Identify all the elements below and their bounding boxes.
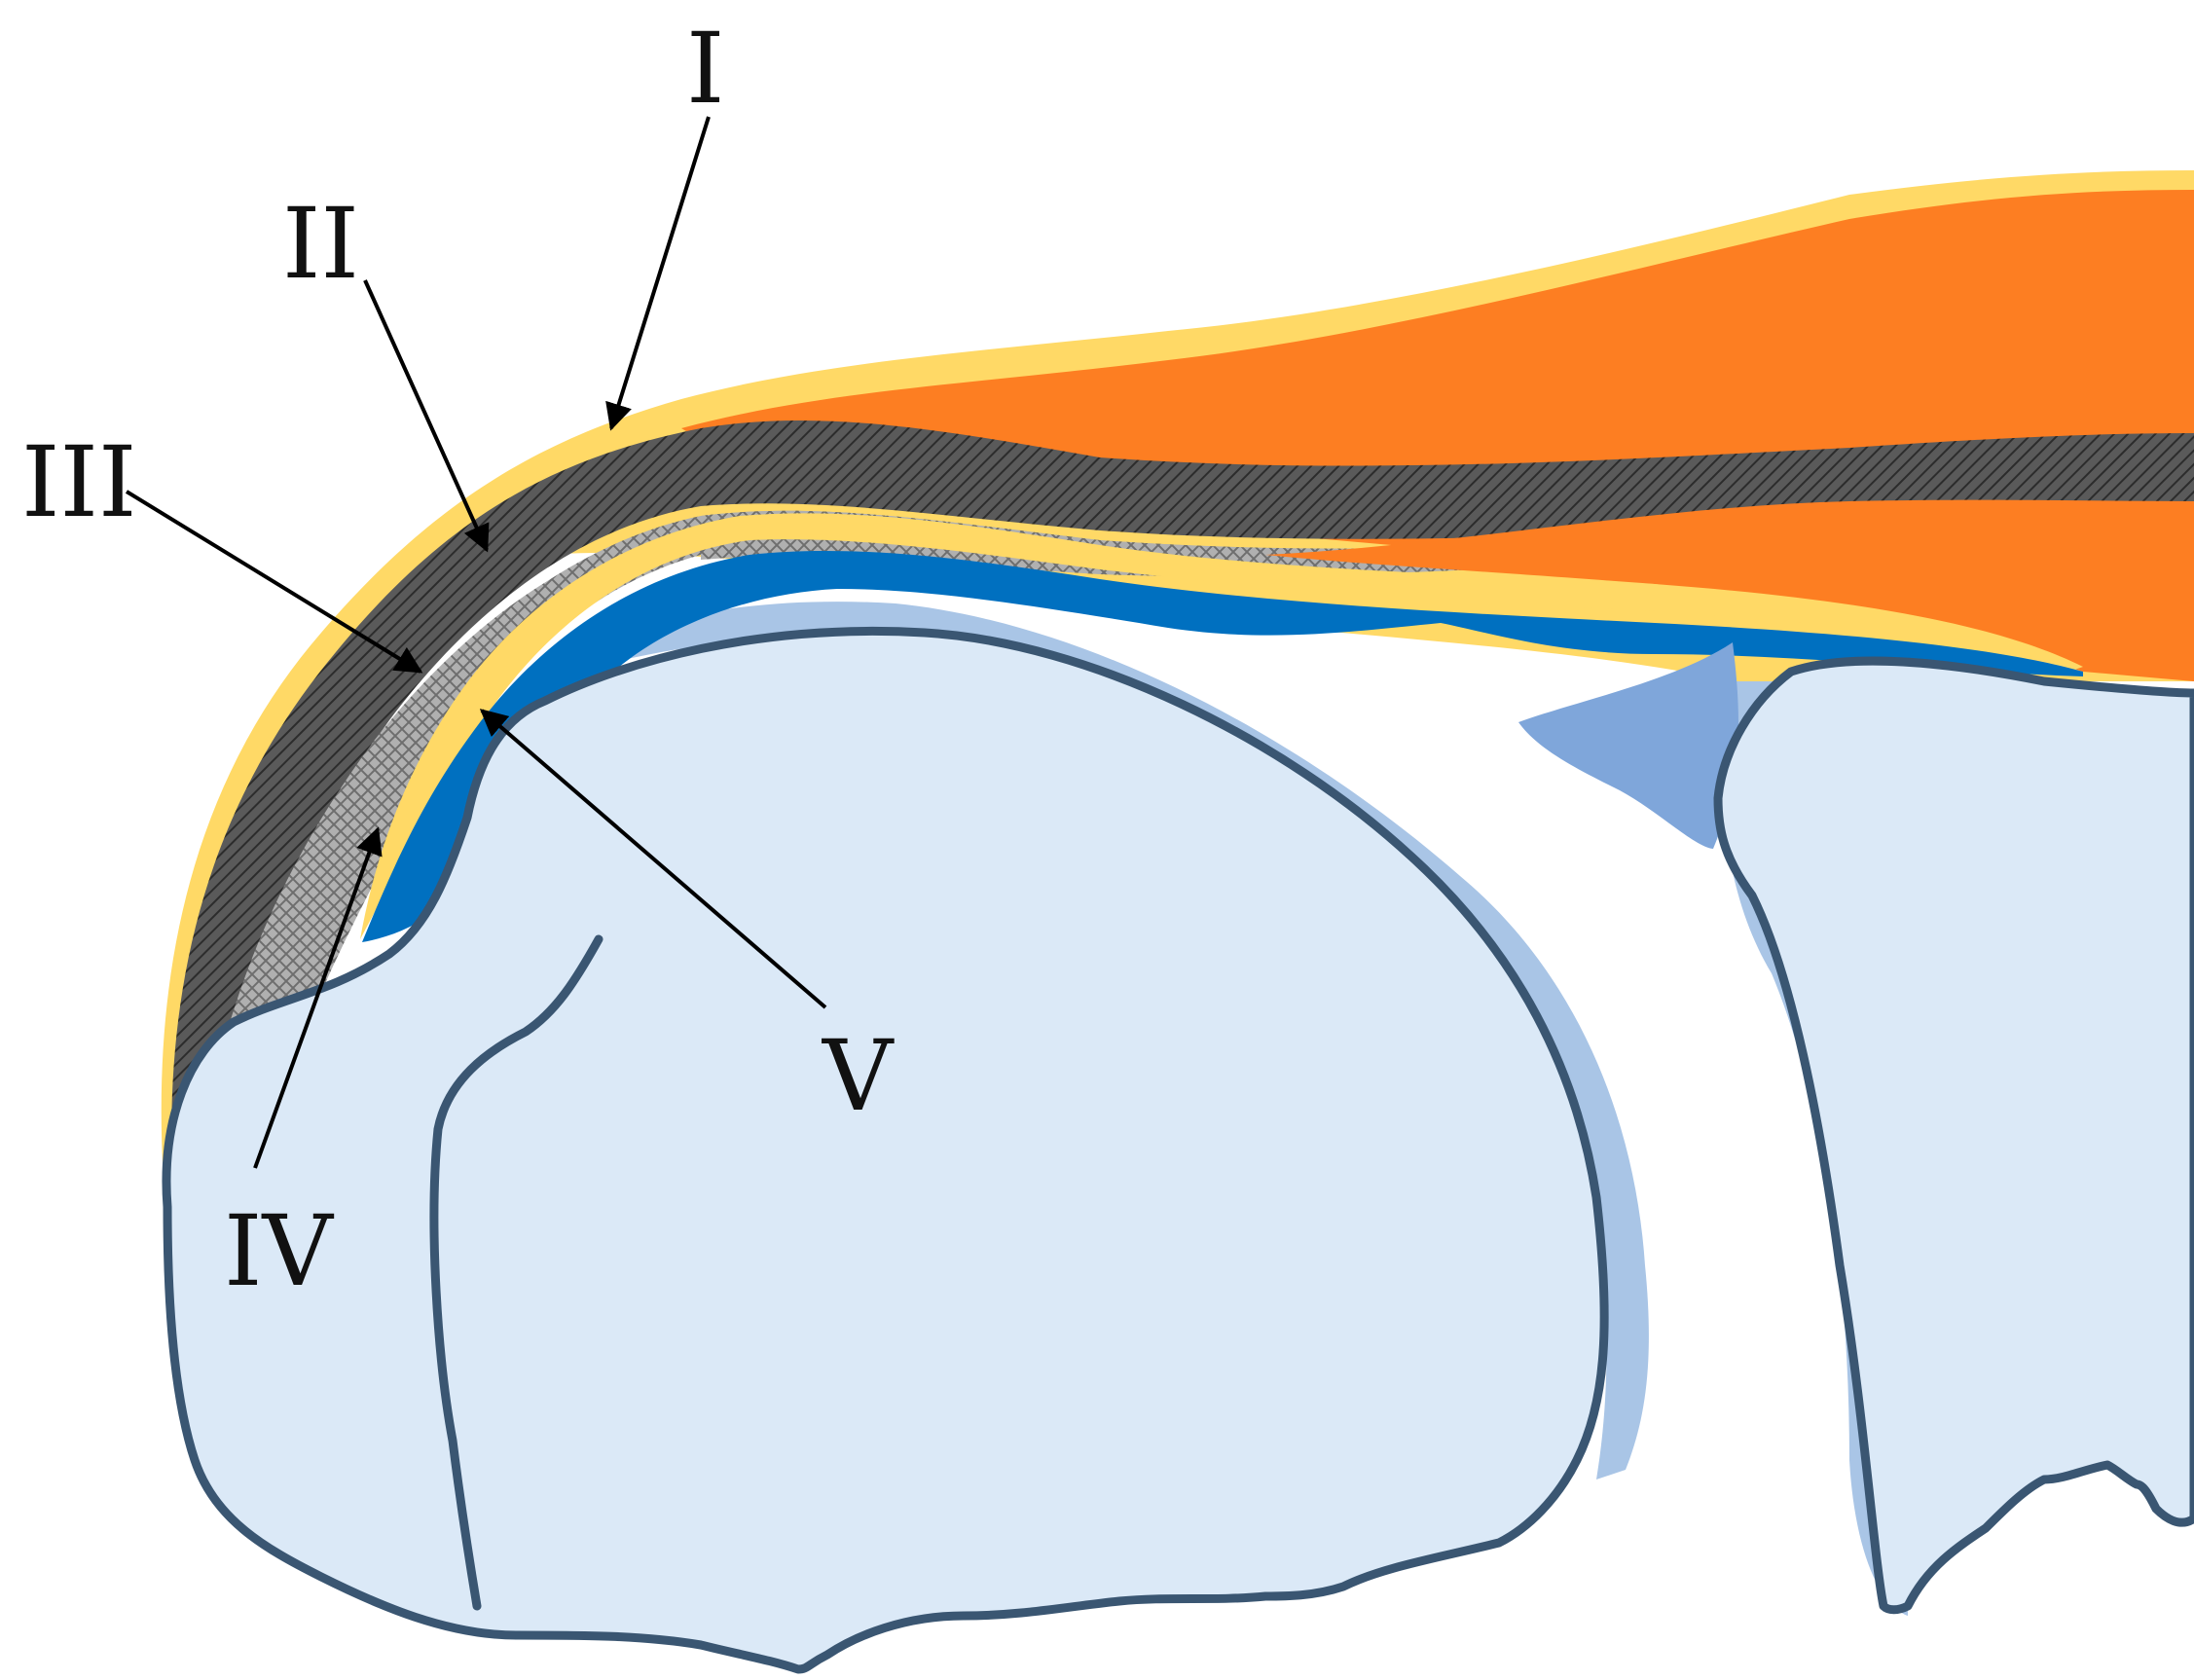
arrows [125,116,827,1169]
main-bone [162,626,1609,1674]
right-bone [1713,656,2194,1615]
arrow-I [605,116,711,431]
label-IV: IV [224,1194,335,1308]
arrow-III [125,490,423,674]
label-V: V [822,1019,895,1133]
arrow-IV [253,826,383,1169]
dark-hatched-layer [171,420,2194,1197]
arrow-II [363,279,490,553]
label-II: II [282,187,359,301]
arrow-V [479,709,827,1009]
label-III: III [21,425,137,539]
wedge-shape [1518,642,1738,849]
bone-inner-line [429,934,603,1611]
blue-layer [362,551,2083,942]
label-I: I [686,12,725,126]
